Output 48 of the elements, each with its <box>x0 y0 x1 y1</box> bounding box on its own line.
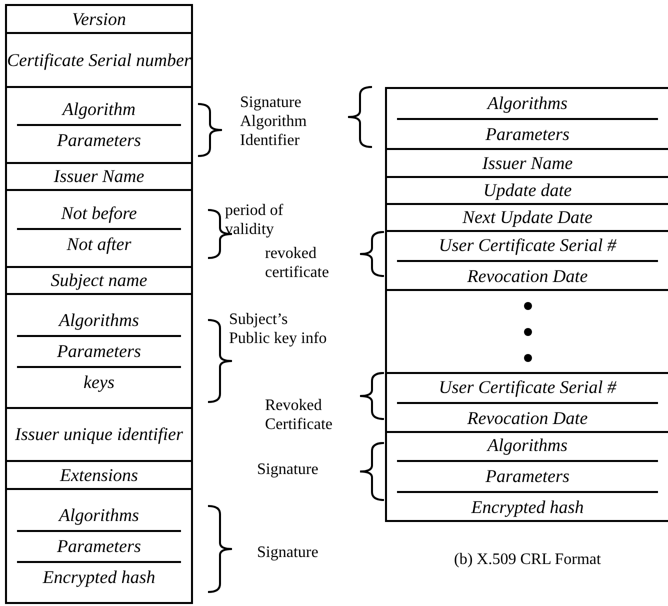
brace-label: revoked certificate <box>265 244 330 282</box>
figure-caption: (b) X.509 CRL Format <box>453 550 602 569</box>
field-name: Parameters <box>486 124 570 144</box>
field-name: Encrypted hash <box>471 497 584 518</box>
field-name: Not after <box>66 234 132 254</box>
record-field <box>5 4 193 34</box>
brace-label: Signature <box>257 460 320 479</box>
field-name: Subject name <box>50 270 148 291</box>
field-name: Update date <box>483 180 572 201</box>
record-field <box>5 86 193 164</box>
field-name: Algorithms <box>58 310 139 330</box>
record-field <box>5 293 193 409</box>
record-field <box>5 162 193 191</box>
field-name: Not before <box>61 202 137 224</box>
field-name: Issuer Name <box>482 152 573 174</box>
field-name: Algorithms <box>487 92 568 114</box>
field-name: Version <box>72 8 126 30</box>
record-field <box>5 189 193 268</box>
field-name: Next Update Date <box>462 207 592 228</box>
record-field <box>385 87 668 150</box>
field-name: Revocation Date <box>467 266 588 286</box>
field-name: Extensions <box>60 464 138 486</box>
field-name: Parameters <box>57 536 141 556</box>
field-name: User Certificate Serial # <box>438 376 616 398</box>
field-name: Parameters <box>57 340 141 362</box>
record-field <box>5 266 193 295</box>
field-name: Issuer Name <box>54 166 144 187</box>
field-name: Parameters <box>486 466 570 487</box>
field-name: Parameters <box>57 130 141 151</box>
field-name: Algorithm <box>62 99 136 120</box>
field-name: Revocation Date <box>467 408 588 428</box>
record-field <box>5 407 193 462</box>
field-name: Issuer unique identifier <box>15 424 183 445</box>
field-name: Algorithms <box>487 435 568 456</box>
record-field <box>385 431 668 522</box>
record-field <box>5 460 193 490</box>
field-name: Certificate Serial number <box>7 50 191 70</box>
brace-label: period of validity <box>225 201 284 239</box>
field-name: Encrypted hash <box>42 566 156 588</box>
field-name: Algorithms <box>58 504 139 526</box>
brace-label: Signature Algorithm Identifier <box>240 93 308 150</box>
brace-label: Subject’s Public key info <box>229 310 328 348</box>
brace-label: Signature <box>257 543 320 562</box>
record-field <box>5 32 193 88</box>
field-name: User Certificate Serial # <box>438 234 616 256</box>
brace-label: Revoked Certificate <box>265 396 334 434</box>
field-name: keys <box>84 372 114 392</box>
record-field <box>5 488 193 604</box>
